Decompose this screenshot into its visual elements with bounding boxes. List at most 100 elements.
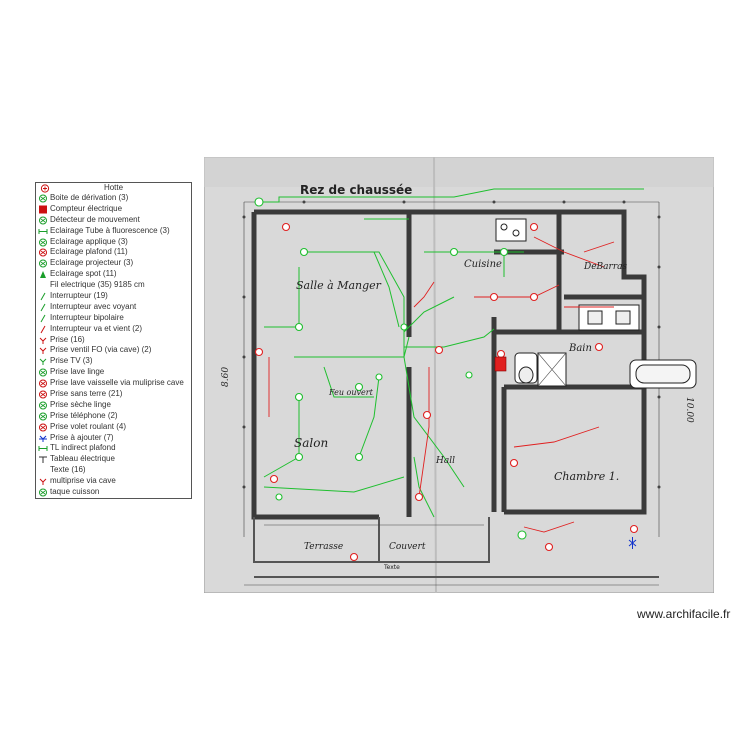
legend-item: Prise à ajouter (7)	[36, 433, 191, 444]
text-icon	[38, 466, 48, 475]
legend-item-label: Fil electrique (35) 9185 cm	[50, 280, 145, 290]
legend-item-label: Prise ventil FO (via cave) (2)	[50, 345, 152, 355]
plan-title: Rez de chaussée	[300, 183, 412, 197]
legend-item: Prise ventil FO (via cave) (2)	[36, 345, 191, 356]
legend-item: Prise (16)	[36, 335, 191, 346]
legend-item-label: Compteur électrique	[50, 203, 123, 213]
unearthed-socket-icon	[39, 390, 47, 399]
wire-icon	[38, 281, 48, 290]
projector-light-icon	[39, 259, 47, 268]
legend-item-label: Prise lave linge	[50, 367, 105, 377]
legend-item-label: Texte (16)	[50, 465, 86, 475]
wall-light-icon	[39, 238, 47, 246]
legend-item-label: Eclairage applique (3)	[50, 236, 128, 246]
legend-item-label: Eclairage plafond (11)	[50, 247, 128, 257]
legend-item-label: Interrupteur avec voyant	[50, 301, 137, 311]
legend-item: Prise lave linge	[36, 367, 191, 378]
room-label-couvert: Couvert	[389, 542, 426, 552]
legend-item-label: Prise lave vaisselle via muliprise cave	[50, 378, 184, 388]
legend-item-label: Interrupteur (19)	[50, 291, 108, 301]
legend-item-label: Prise sèche linge	[50, 399, 111, 409]
phone-socket-icon	[39, 412, 47, 421]
motion-detector-icon	[39, 216, 47, 225]
legend-item: multiprise via cave	[36, 476, 191, 487]
legend-item: Texte (16)	[36, 465, 191, 476]
washer-socket-icon	[39, 368, 47, 377]
room-label-terrasse: Terrasse	[304, 542, 343, 552]
legend-item-label: Eclairage spot (11)	[50, 269, 117, 279]
room-label-debarras: DeBarras	[583, 262, 627, 272]
legend-item-label: taque cuisson	[50, 487, 100, 497]
switch-light-icon	[40, 303, 46, 312]
legend-item: Interrupteur (19)	[36, 291, 191, 302]
legend-item-label: Prise à ajouter (7)	[50, 432, 114, 442]
panel-icon	[39, 456, 47, 464]
bathroom-fixtures	[495, 218, 697, 389]
legend-item: Compteur électrique	[36, 204, 191, 215]
legend-item: Tableau électrique	[36, 454, 191, 465]
room-label-bain: Bain	[568, 343, 592, 354]
legend-item: Prise volet roulant (4)	[36, 422, 191, 433]
legend-item: taque cuisson	[36, 487, 191, 498]
legend-item-label: Boite de dérivation (3)	[50, 193, 129, 202]
legend-item-label: Prise volet roulant (4)	[50, 421, 127, 431]
legend-item-label: Interrupteur bipolaire	[50, 312, 124, 322]
dimension-right: 10.00	[684, 397, 694, 423]
wires	[259, 188, 644, 518]
dimension-left: 8.60	[221, 367, 231, 387]
watermark: www.archifacile.fr	[637, 607, 731, 621]
legend-item-label: Prise sans terre (21)	[50, 389, 123, 399]
hob-icon	[39, 488, 47, 497]
footer-text: Texte	[383, 564, 400, 571]
legend-item: Eclairage applique (3)	[36, 237, 191, 248]
bipolar-switch-icon	[40, 314, 46, 322]
legend-item: Prise lave vaisselle via muliprise cave	[36, 378, 191, 389]
hood-icon	[40, 184, 50, 193]
tv-socket-icon	[39, 358, 47, 366]
room-label-feu-ouvert: Feu ouvert	[328, 388, 374, 397]
room-label-chambre: Chambre 1.	[554, 470, 619, 483]
room-label-salon: Salon	[294, 436, 328, 450]
legend-item-label: multiprise via cave	[50, 476, 116, 486]
legend-item: Prise téléphone (2)	[36, 411, 191, 422]
dryer-socket-icon	[39, 401, 47, 410]
spot-light-icon	[40, 271, 46, 279]
legend-item: Eclairage spot (11)	[36, 269, 191, 280]
room-label-cuisine: Cuisine	[464, 259, 502, 270]
legend-item-label: Détecteur de mouvement	[50, 214, 140, 224]
legend-item: Eclairage plafond (11)	[36, 247, 191, 258]
socket-icon	[39, 337, 47, 344]
legend: Hotte Boite de dérivation (3)Compteur él…	[35, 182, 192, 499]
dishwasher-socket-icon	[39, 379, 47, 388]
legend-item: Interrupteur bipolaire	[36, 313, 191, 324]
junction-box-icon	[39, 194, 47, 203]
legend-item: Prise TV (3)	[36, 356, 191, 367]
legend-item: Boite de dérivation (3)	[36, 193, 191, 204]
legend-item: Interrupteur avec voyant	[36, 302, 191, 313]
floor-plan: Rez de chaussée Cuisine DeBarras Salle à…	[204, 157, 714, 593]
legend-item: Eclairage projecteur (3)	[36, 258, 191, 269]
socket-fan-icon	[39, 348, 47, 355]
legend-item: Fil electrique (35) 9185 cm	[36, 280, 191, 291]
legend-title: Hotte	[36, 183, 191, 193]
legend-item: Prise sans terre (21)	[36, 389, 191, 400]
legend-item-label: TL indirect plafond	[50, 443, 116, 453]
two-way-switch-icon	[40, 325, 46, 333]
legend-item: Interrupteur va et vient (2)	[36, 324, 191, 335]
legend-item-label: Eclairage projecteur (3)	[50, 258, 134, 268]
electrical-symbols	[254, 197, 639, 562]
switch-icon	[40, 292, 46, 301]
legend-item-label: Prise (16)	[50, 334, 85, 344]
legend-item: TL indirect plafond	[36, 443, 191, 454]
legend-item-label: Prise téléphone (2)	[50, 410, 118, 420]
legend-item-label: Prise TV (3)	[50, 356, 93, 366]
legend-item-label: Interrupteur va et vient (2)	[50, 323, 143, 333]
legend-item: Prise sèche linge	[36, 400, 191, 411]
shutter-socket-icon	[39, 423, 47, 432]
legend-item: Eclairage Tube à fluorescence (3)	[36, 226, 191, 237]
indirect-tube-icon	[38, 446, 48, 452]
legend-item: Détecteur de mouvement	[36, 215, 191, 226]
power-strip-icon	[39, 478, 47, 486]
legend-item-label: Eclairage Tube à fluorescence (3)	[50, 225, 170, 235]
ceiling-light-icon	[39, 248, 47, 257]
